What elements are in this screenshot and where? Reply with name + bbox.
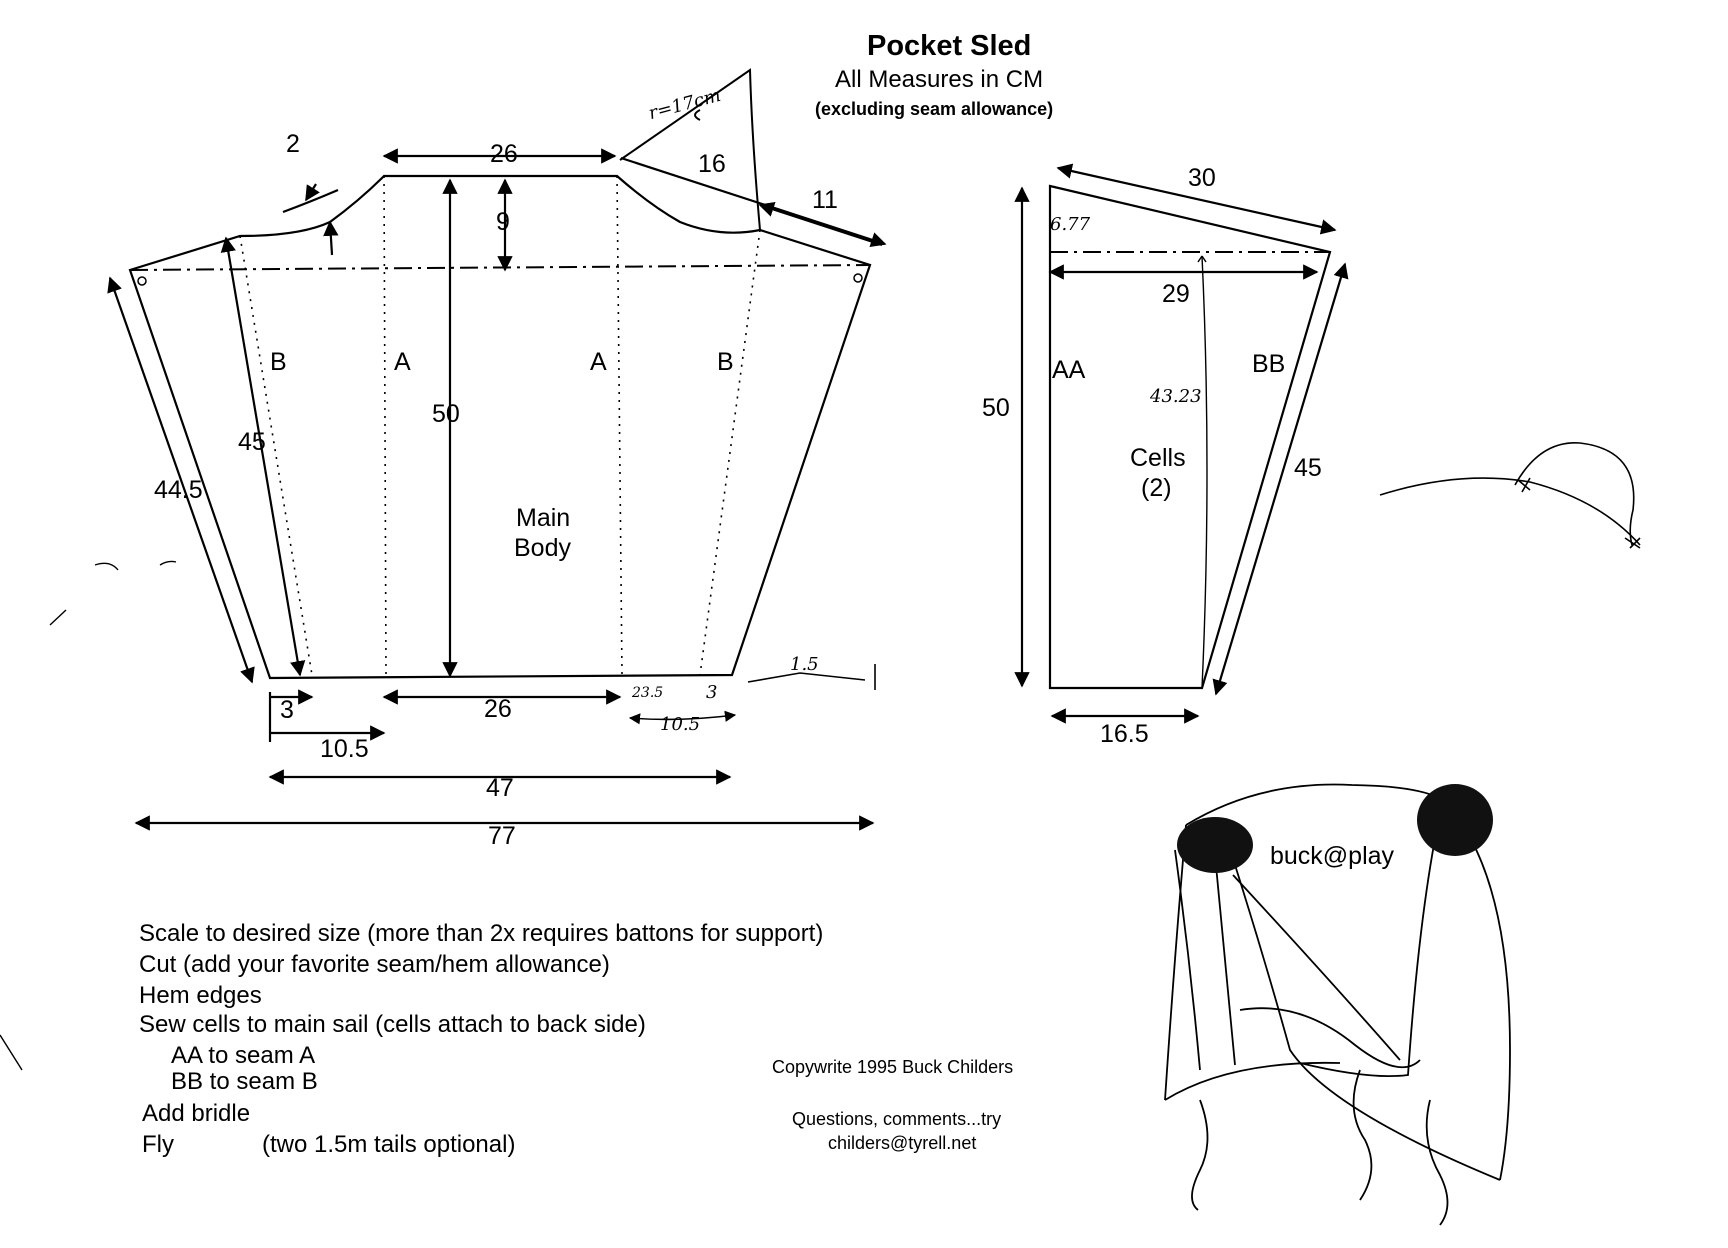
cells-dim-height: 50 <box>982 394 1010 422</box>
instruction-line: AA to seam A <box>171 1042 316 1069</box>
main-body-dimensions <box>107 148 887 831</box>
cells-hand-corner: 6.77 <box>1050 214 1091 235</box>
hand-side-note: 1.5 <box>790 654 819 675</box>
instruction-line: Cut (add your favorite seam/hem allowanc… <box>139 951 610 978</box>
dim-seam-b: 45 <box>238 428 266 456</box>
cells-dim-bottom: 16.5 <box>1100 720 1149 748</box>
seam-lines <box>239 175 761 676</box>
dim-wing-segment: 16 <box>698 150 726 178</box>
wing-fin-sketch <box>619 68 761 231</box>
dim-bottom-center: 26 <box>484 695 512 723</box>
instruction-line: Hem edges <box>139 982 262 1009</box>
dim-outer-edge: 44.5 <box>154 476 203 504</box>
cells-label: Cells <box>1130 444 1186 472</box>
dim-bottom-left: 10.5 <box>320 735 369 763</box>
seam-label-b-left: B <box>270 348 287 376</box>
cells-dimensions <box>1014 163 1349 724</box>
stray-marks <box>0 560 177 1071</box>
copyright-text: Copywrite 1995 Buck Childers <box>772 1057 1014 1077</box>
seam-label-b-right: B <box>717 348 734 376</box>
main-body-outline <box>128 174 872 680</box>
sketch-caption: buck@play <box>1270 842 1395 870</box>
grommet-left <box>137 276 147 286</box>
dim-bottom-width: 47 <box>486 774 514 802</box>
instruction-line: Sew cells to main sail (cells attach to … <box>139 1011 646 1038</box>
cells-dim-top: 30 <box>1188 164 1216 192</box>
seam-label-a-right: A <box>590 348 607 376</box>
cells-label-2: (2) <box>1141 474 1172 502</box>
grommet-right <box>853 273 863 283</box>
main-body-label-2: Body <box>514 534 571 562</box>
cells-seam-bb: BB <box>1252 350 1286 378</box>
seam-label-a-left: A <box>394 348 411 376</box>
email-text: childers@tyrell.net <box>828 1133 977 1153</box>
dim-top-width: 26 <box>490 140 518 168</box>
cells-hand-diag: 43.23 <box>1150 386 1202 407</box>
page-title: Pocket Sled <box>867 30 1032 62</box>
dim-center-height: 50 <box>432 400 460 428</box>
units-note: All Measures in CM <box>835 66 1044 93</box>
dim-wing-outer: 11 <box>812 186 838 214</box>
hand-bottom-note-1: 23.5 <box>632 685 664 701</box>
dim-top-drop: 9 <box>496 208 510 236</box>
instruction-line: BB to seam B <box>171 1068 318 1095</box>
hand-bottom-note-2: 3 <box>706 682 718 703</box>
cells-outline <box>1048 184 1332 690</box>
main-body-label: Main <box>516 504 571 532</box>
seam-note: (excluding seam allowance) <box>815 99 1054 119</box>
instruction-line: (two 1.5m tails optional) <box>262 1131 516 1158</box>
instruction-line: Fly <box>142 1131 174 1158</box>
instruction-line: Add bridle <box>142 1100 251 1127</box>
dim-bottom-offset: 3 <box>280 696 294 724</box>
dim-wing-curve: 2 <box>286 130 300 158</box>
kite-profile-sketch <box>1379 442 1641 549</box>
hand-bottom-note-3: 10.5 <box>660 714 701 735</box>
cells-dim-outer: 45 <box>1294 454 1322 482</box>
dim-total-span: 77 <box>488 822 516 850</box>
kite-3d-shading <box>1177 784 1493 873</box>
questions-text: Questions, comments...try <box>792 1109 1002 1129</box>
cells-dim-inner: 29 <box>1162 280 1190 308</box>
instruction-line: Scale to desired size (more than 2x requ… <box>139 920 824 947</box>
main-body-crossline <box>129 264 871 271</box>
cells-seam-aa: AA <box>1052 356 1086 384</box>
side-bracket <box>628 664 876 725</box>
